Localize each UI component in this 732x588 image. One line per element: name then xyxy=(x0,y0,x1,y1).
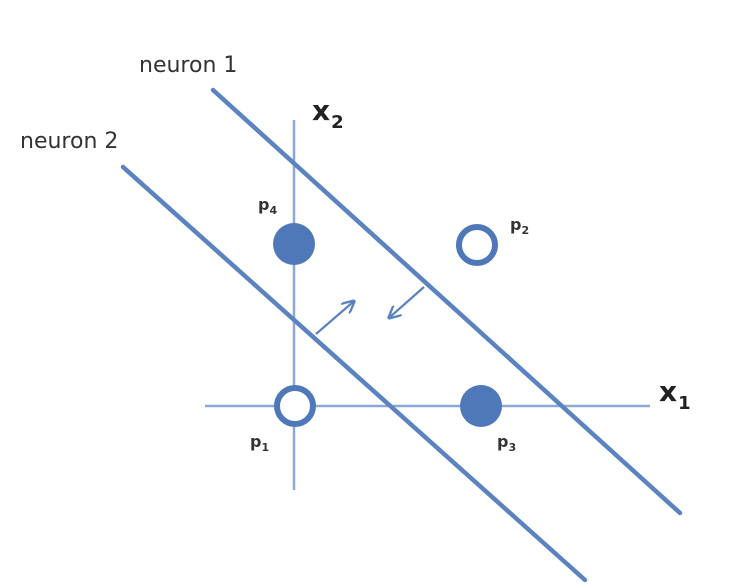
point-p3-label: p3 xyxy=(497,432,516,454)
x1-axis-label: x1 xyxy=(659,375,691,414)
x2-sub: 2 xyxy=(331,112,344,133)
x2-axis-label: x2 xyxy=(312,94,344,133)
neuron-2-boundary xyxy=(120,164,588,583)
point-p1-hollow xyxy=(274,385,316,427)
point-p4-label: p4 xyxy=(258,195,277,217)
neuron-1-label: neuron 1 xyxy=(139,53,237,78)
point-p3-filled xyxy=(460,385,502,427)
point-p1-label: p1 xyxy=(250,432,269,454)
point-p4-filled xyxy=(273,223,315,265)
point-p2-hollow xyxy=(456,224,498,266)
neuron-2-label: neuron 2 xyxy=(20,129,118,154)
x1-sub: 1 xyxy=(678,393,691,414)
point-p2-label: p2 xyxy=(510,215,529,237)
neuron-2-direction-arrow xyxy=(315,302,353,335)
x2-main: x xyxy=(312,94,330,127)
x1-main: x xyxy=(659,375,677,408)
neuron-1-direction-arrow xyxy=(390,286,425,317)
neuron-1-boundary xyxy=(210,87,683,516)
